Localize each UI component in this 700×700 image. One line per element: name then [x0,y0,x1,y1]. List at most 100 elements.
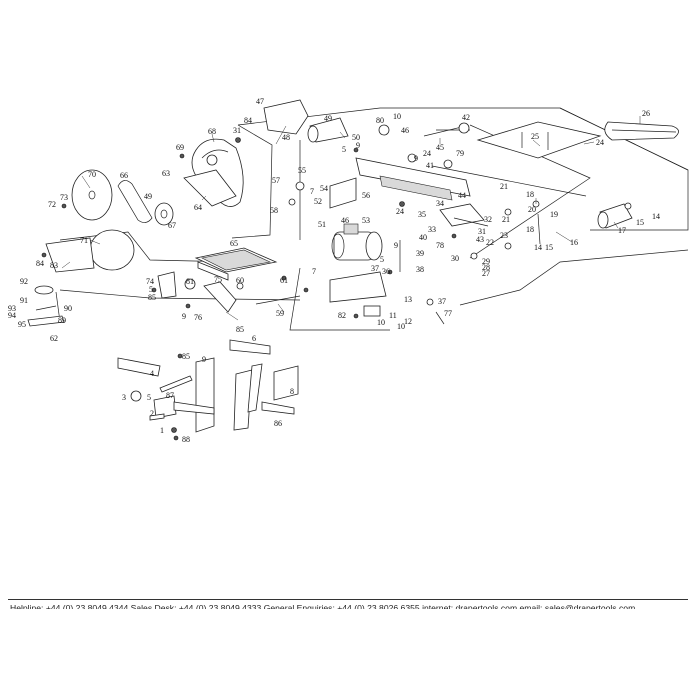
callout-8: 8 [290,387,294,396]
callout-74: 74 [146,277,154,286]
callout-80: 80 [376,116,384,125]
disc-guard [45,229,135,273]
callout-90: 90 [64,304,72,313]
callout-31a: 31 [233,126,241,135]
table-bracket [203,281,237,313]
callout-32: 32 [484,215,492,224]
callout-63: 63 [162,169,170,178]
callout-23: 23 [500,231,508,240]
callout-38: 38 [416,265,424,274]
callout-73: 73 [60,193,68,202]
callout-49a: 49 [324,114,332,123]
callout-24a: 24 [596,138,604,147]
callout-14b: 14 [534,243,542,252]
callout-62: 62 [50,334,58,343]
belt-frame [355,129,587,201]
callout-40: 40 [419,233,427,242]
callout-14a: 14 [652,212,660,221]
callout-89: 89 [58,316,66,325]
callout-52: 52 [314,197,322,206]
callout-7a: 7 [310,187,314,196]
callout-15a: 15 [636,218,644,227]
callout-10a: 10 [393,112,401,121]
switch-box [363,305,381,317]
callout-7b: 7 [312,267,316,276]
callout-37b: 37 [438,297,446,306]
callout-58: 58 [270,206,278,215]
callout-labels: 1 2 3 4 5 5 5 5 6 7 7 8 9 9 9 9 9 10 10 … [8,97,660,444]
callout-2: 2 [150,409,154,418]
base-bracket [329,271,387,303]
callout-10c: 10 [397,322,405,331]
mitre-bracket [157,271,177,299]
callout-12: 12 [404,317,412,326]
callout-69: 69 [176,143,184,152]
callout-72: 72 [48,200,56,209]
pulley [154,202,174,226]
sanding-belt [604,121,679,141]
callout-64: 64 [194,203,202,212]
callout-3: 3 [122,393,126,402]
callout-46b: 46 [341,216,349,225]
stand [117,339,299,433]
motor-plate [329,177,357,209]
callout-86: 86 [274,419,282,428]
callout-88: 88 [182,435,190,444]
callout-10b: 10 [377,318,385,327]
callout-21a: 21 [500,182,508,191]
callout-21b: 21 [502,215,510,224]
callout-92: 92 [20,277,28,286]
callout-15b: 15 [545,243,553,252]
callout-78: 78 [436,241,444,250]
callout-87: 87 [166,391,174,400]
platen-plate [476,121,602,159]
callout-42: 42 [462,113,470,122]
callout-75: 75 [214,275,222,284]
drive-drum [307,117,349,143]
callout-59: 59 [276,309,284,318]
callout-43: 43 [476,235,484,244]
callout-56: 56 [362,191,370,200]
callout-84b: 84 [36,259,44,268]
callout-11: 11 [389,311,397,320]
callout-94: 94 [8,311,16,320]
callout-5a: 5 [342,145,346,154]
drive-belt [117,180,153,223]
callout-67: 67 [168,221,176,230]
callout-41: 41 [426,161,434,170]
callout-20: 20 [528,205,536,214]
callout-46a: 46 [401,126,409,135]
hardware-parts [41,122,632,441]
callout-17: 17 [618,226,626,235]
callout-26: 26 [642,109,650,118]
support-rod [255,295,301,305]
callout-27: 27 [482,269,490,278]
callout-5b: 5 [149,285,153,294]
callout-37a: 37 [371,264,379,273]
callout-57: 57 [272,176,280,185]
callout-16: 16 [570,238,578,247]
callout-54: 54 [320,184,328,193]
motor [331,223,383,261]
callout-30: 30 [451,254,459,263]
callout-61: 61 [280,276,288,285]
callout-81: 81 [186,277,194,286]
callout-13: 13 [404,295,412,304]
callout-53: 53 [362,216,370,225]
callout-36: 36 [382,267,390,276]
callout-50: 50 [352,133,360,142]
callout-82: 82 [338,311,346,320]
mitre-gauge [27,285,65,327]
callout-22: 22 [486,238,494,247]
callout-leaders [61,116,641,321]
callout-4: 4 [150,369,154,378]
callout-18b: 18 [526,225,534,234]
callout-93: 93 [8,304,16,313]
callout-85b: 85 [236,325,244,334]
callout-19: 19 [550,210,558,219]
callout-39: 39 [416,249,424,258]
callout-76: 76 [194,313,202,322]
footer-contact-line: Helpline: +44 (0) 23 8049 4344 Sales Des… [10,603,636,609]
callout-33: 33 [428,225,436,234]
